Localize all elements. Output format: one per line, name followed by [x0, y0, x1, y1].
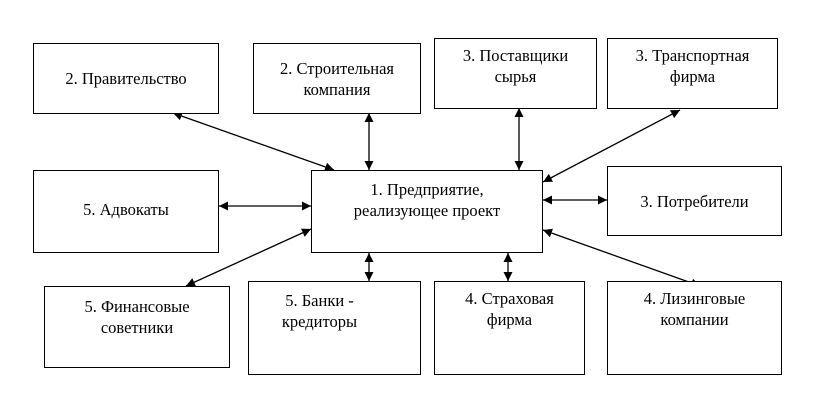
- node-leasing-companies: 4. Лизинговые компании: [607, 281, 782, 375]
- node-transport-firm: 3. Транспортная фирма: [607, 38, 778, 109]
- edge-government: [172, 111, 335, 172]
- node-label: 4. Лизинговые компании: [643, 289, 746, 329]
- node-label: 4. Страховая фирма: [465, 289, 554, 329]
- node-lawyers: 5. Адвокаты: [33, 170, 219, 253]
- node-label: 3. Транспортная фирма: [635, 46, 750, 86]
- node-insurance-firm: 4. Страховая фирма: [434, 281, 585, 375]
- node-label: 2. Строительная компания: [279, 58, 395, 99]
- node-label: 3. Поставщики сырья: [462, 46, 569, 86]
- node-banks-creditors: 5. Банки - кредиторы: [248, 281, 421, 375]
- node-construction-company: 2. Строительная компания: [253, 43, 421, 114]
- node-center-enterprise: 1. Предприятие, реализующее проект: [311, 170, 543, 253]
- node-raw-suppliers: 3. Поставщики сырья: [434, 38, 597, 109]
- node-financial-advisors: 5. Финансовые советники: [44, 286, 230, 368]
- node-government: 2. Правительство: [33, 43, 219, 114]
- node-label: 5. Адвокаты: [83, 200, 169, 219]
- node-label: 2. Правительство: [65, 69, 187, 88]
- node-label: 5. Финансовые советники: [84, 297, 190, 337]
- center-label: 1. Предприятие, реализующее проект: [353, 180, 501, 220]
- edge-leasing: [542, 228, 701, 288]
- node-label: 5. Банки - кредиторы: [281, 291, 358, 331]
- node-consumers: 3. Потребители: [607, 166, 782, 236]
- node-label: 3. Потребители: [640, 191, 749, 211]
